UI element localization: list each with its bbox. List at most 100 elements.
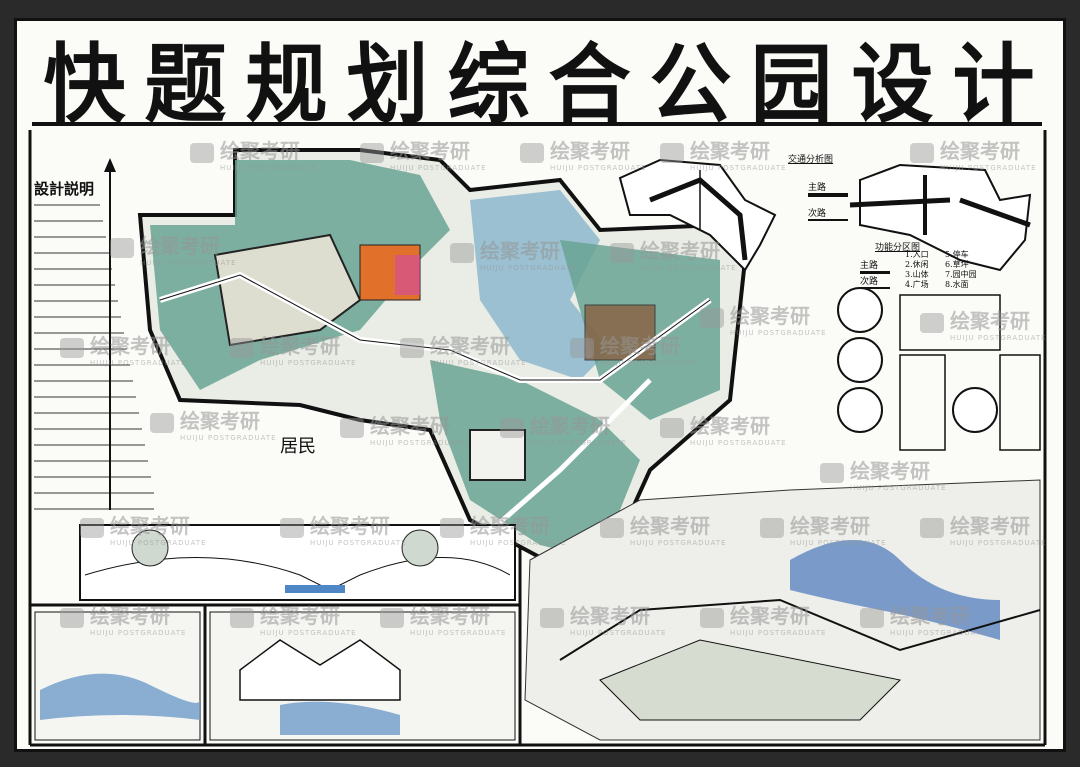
watermark-text: 绘聚考研: [370, 414, 450, 438]
watermark-subtext: HUIJU POSTGRADUATE: [570, 629, 667, 637]
section-elevation: [79, 524, 516, 601]
design-notes-label: 設計説明: [34, 180, 95, 198]
watermark-text: 绘聚考研: [730, 604, 810, 628]
watermark-subtext: HUIJU POSTGRADUATE: [630, 539, 727, 547]
watermark-logo-icon: [280, 517, 304, 538]
watermark-text: 绘聚考研: [950, 514, 1030, 538]
title-char: 设: [851, 34, 933, 135]
function-zoning-title: 功能分区图: [875, 243, 921, 253]
watermark-text: 绘聚考研: [430, 334, 510, 358]
watermark-subtext: HUIJU POSTGRADUATE: [550, 164, 647, 172]
poster-title: 快 题 规 划 综 合 公 园 设 计: [32, 30, 1042, 134]
watermark-text: 绘聚考研: [550, 139, 630, 163]
zone-item: 7.园中园: [945, 270, 977, 279]
watermark-subtext: HUIJU POSTGRADUATE: [110, 539, 207, 547]
traffic-analysis-diagram: [618, 158, 777, 272]
watermark-subtext: HUIJU POSTGRADUATE: [730, 629, 827, 637]
watermark-text: 绘聚考研: [180, 409, 260, 433]
watermark-logo-icon: [610, 242, 634, 263]
watermark-subtext: HUIJU POSTGRADUATE: [600, 359, 697, 367]
watermark-subtext: HUIJU POSTGRADUATE: [480, 264, 577, 272]
watermark-text: 绘聚考研: [790, 514, 870, 538]
watermark-logo-icon: [660, 417, 684, 438]
watermark-logo-icon: [60, 337, 84, 358]
watermark-text: 绘聚考研: [110, 514, 190, 538]
zone-item: 1.入口: [905, 250, 929, 259]
watermark-subtext: HUIJU POSTGRADUATE: [530, 439, 627, 447]
planting-detail: [837, 287, 1041, 451]
watermark-subtext: HUIJU POSTGRADUATE: [690, 439, 787, 447]
watermark-text: 绘聚考研: [140, 234, 220, 258]
title-char: 合: [548, 34, 630, 135]
watermark-logo-icon: [660, 142, 684, 163]
watermark-logo-icon: [700, 307, 724, 328]
watermark-text: 绘聚考研: [530, 414, 610, 438]
title-char: 计: [952, 34, 1034, 135]
perspective-sketch-left: [34, 611, 201, 741]
watermark-logo-icon: [380, 607, 404, 628]
title-char: 综: [447, 34, 529, 135]
watermark-logo-icon: [500, 417, 524, 438]
watermark-logo-icon: [230, 337, 254, 358]
watermark-subtext: HUIJU POSTGRADUATE: [180, 434, 277, 442]
watermark-subtext: HUIJU POSTGRADUATE: [430, 359, 527, 367]
watermark-subtext: HUIJU POSTGRADUATE: [950, 334, 1047, 342]
watermark-text: 绘聚考研: [850, 459, 930, 483]
watermark-logo-icon: [400, 337, 424, 358]
zone-item: 5.停车: [945, 250, 969, 259]
watermark-subtext: HUIJU POSTGRADUATE: [940, 164, 1037, 172]
zoning-main-road: 主路: [860, 258, 890, 274]
watermark-text: 绘聚考研: [570, 604, 650, 628]
title-char: 快: [43, 34, 125, 135]
watermark-logo-icon: [230, 607, 254, 628]
title-char: 题: [144, 34, 226, 135]
legend-secondary-road: 次路: [808, 206, 848, 221]
watermark-text: 绘聚考研: [260, 334, 340, 358]
watermark-logo-icon: [60, 607, 84, 628]
watermark-logo-icon: [910, 142, 934, 163]
watermark-text: 绘聚考研: [90, 334, 170, 358]
watermark-logo-icon: [110, 237, 134, 258]
watermark-subtext: HUIJU POSTGRADUATE: [260, 629, 357, 637]
watermark-logo-icon: [700, 607, 724, 628]
watermark-text: 绘聚考研: [890, 604, 970, 628]
aerial-view: [524, 479, 1041, 741]
zone-item: 3.山体: [905, 270, 929, 279]
watermark-subtext: HUIJU POSTGRADUATE: [310, 539, 407, 547]
watermark-subtext: HUIJU POSTGRADUATE: [90, 359, 187, 367]
watermark-text: 绘聚考研: [630, 514, 710, 538]
watermark-logo-icon: [340, 417, 364, 438]
watermark-logo-icon: [860, 607, 884, 628]
watermark-text: 绘聚考研: [260, 604, 340, 628]
watermark-text: 绘聚考研: [310, 514, 390, 538]
perspective-sketch-middle: [209, 611, 516, 741]
watermark-subtext: HUIJU POSTGRADUATE: [90, 629, 187, 637]
watermark-subtext: HUIJU POSTGRADUATE: [730, 329, 827, 337]
watermark-logo-icon: [920, 517, 944, 538]
zone-item: 2.休闲: [905, 260, 929, 269]
title-char: 公: [649, 34, 731, 135]
watermark-text: 绘聚考研: [390, 139, 470, 163]
zone-item: 4.广场: [905, 280, 929, 289]
frame-lines: [28, 130, 1047, 747]
watermark-subtext: HUIJU POSTGRADUATE: [690, 164, 787, 172]
